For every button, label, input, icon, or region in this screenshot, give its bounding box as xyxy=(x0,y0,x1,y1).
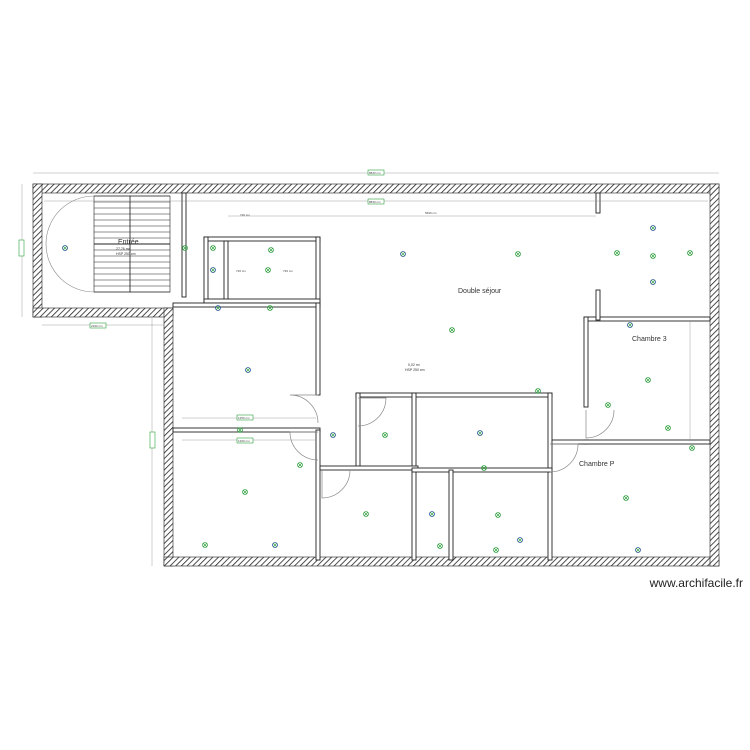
room-label-chambre-p: Chambre P xyxy=(579,461,615,468)
svg-text:8840 cm: 8840 cm xyxy=(369,171,381,175)
electrical-symbol xyxy=(650,253,656,259)
interior-walls xyxy=(172,192,711,561)
dim-label-small-b: 726 cm xyxy=(236,269,246,273)
electrical-symbol xyxy=(623,495,629,501)
electrical-symbol xyxy=(242,489,248,495)
room-hsp-center: HSP 250 cm xyxy=(405,368,425,372)
stair-steps xyxy=(94,195,170,293)
electrical-symbol xyxy=(689,445,695,451)
electrical-symbol xyxy=(330,432,336,438)
electrical-symbol xyxy=(272,542,278,548)
dim-label-left-bottom: 2190 cm xyxy=(89,322,107,329)
electrical-symbol xyxy=(650,225,656,231)
svg-text:1260 cm: 1260 cm xyxy=(238,439,250,443)
electrical-symbol xyxy=(495,512,501,518)
dim-label-corridor-b: 1260 cm xyxy=(236,437,254,444)
room-area-entree: 27,76 m² xyxy=(116,247,131,251)
electrical-symbol xyxy=(62,245,68,251)
entry-door-swing xyxy=(45,195,95,293)
dim-label-overall: 8840 cm xyxy=(367,169,385,176)
electrical-symbol xyxy=(665,425,671,431)
electrical-symbol xyxy=(627,322,633,328)
electrical-symbol xyxy=(614,250,620,256)
electrical-symbol xyxy=(363,511,369,517)
door-swings xyxy=(289,394,615,499)
electrical-symbol xyxy=(182,245,188,251)
electrical-symbol xyxy=(535,388,541,394)
electrical-symbol xyxy=(297,462,303,468)
electrical-symbol xyxy=(265,267,271,273)
electrical-symbol xyxy=(635,547,641,553)
svg-text:2190 cm: 2190 cm xyxy=(91,324,103,328)
dim-label-lower-height xyxy=(149,431,156,449)
room-label-chambre-3: Chambre 3 xyxy=(632,336,667,343)
electrical-symbol xyxy=(449,327,455,333)
electrical-symbol xyxy=(493,547,499,553)
electrical-symbol xyxy=(268,247,274,253)
dim-label-left-height xyxy=(18,239,25,257)
room-label-entree: Entrée xyxy=(118,239,139,246)
electrical-symbol xyxy=(645,377,651,383)
electrical-symbol xyxy=(429,511,435,517)
electrical-symbol xyxy=(202,542,208,548)
electrical-symbol xyxy=(481,465,487,471)
electrical-symbol xyxy=(437,543,443,549)
dim-label-corridor-a: 1250 cm xyxy=(236,414,254,421)
dim-label-inner: 8830 cm xyxy=(367,198,385,205)
electrical-symbols xyxy=(62,225,695,553)
dim-label-small-a: 720 cm xyxy=(240,213,250,217)
svg-text:8830 cm: 8830 cm xyxy=(369,200,381,204)
room-hsp-entree: HSP 250 cm xyxy=(116,252,136,256)
electrical-symbol xyxy=(237,427,243,433)
dim-label-small-c: 736 cm xyxy=(283,269,293,273)
electrical-symbol xyxy=(687,250,693,256)
dim-label-right-span: 5690 cm xyxy=(425,211,437,215)
electrical-symbol xyxy=(215,305,221,311)
room-label-double-sejour: Double séjour xyxy=(458,288,502,295)
electrical-symbol xyxy=(210,267,216,273)
electrical-symbol xyxy=(267,305,273,311)
electrical-symbol xyxy=(382,432,388,438)
electrical-symbol xyxy=(210,245,216,251)
electrical-symbol xyxy=(515,251,521,257)
room-area-center: 0,02 m² xyxy=(408,363,421,367)
svg-text:1250 cm: 1250 cm xyxy=(238,416,250,420)
electrical-symbol xyxy=(517,537,523,543)
watermark: www.archifacile.fr xyxy=(649,576,743,590)
electrical-symbol xyxy=(650,279,656,285)
electrical-symbol xyxy=(477,430,483,436)
electrical-symbol xyxy=(605,402,611,408)
electrical-symbol xyxy=(245,367,251,373)
exterior-walls xyxy=(32,183,720,567)
electrical-symbol xyxy=(400,251,406,257)
